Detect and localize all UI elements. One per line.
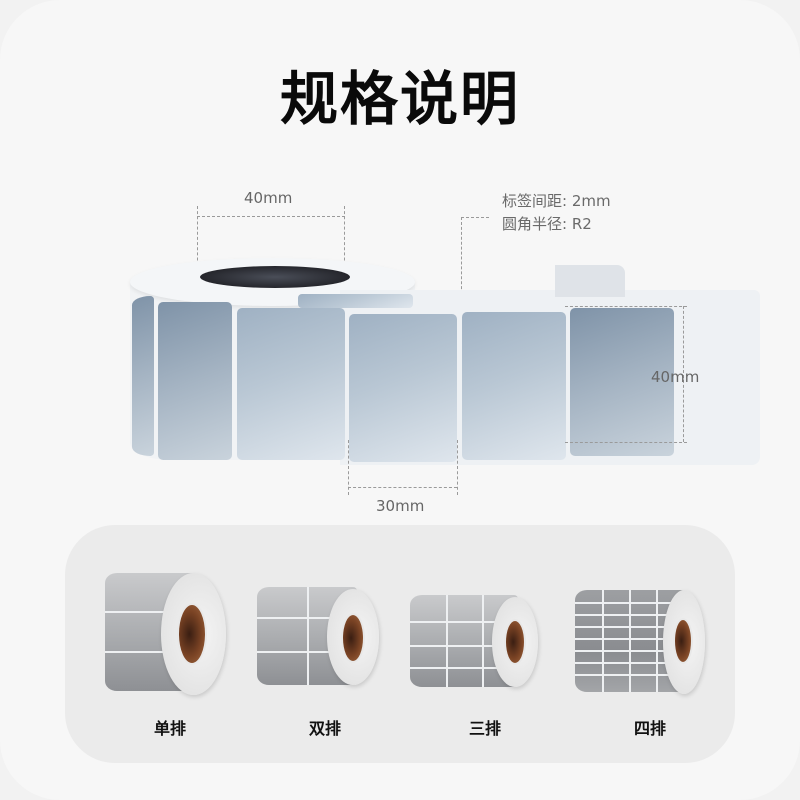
variant-label: 四排 [633, 719, 666, 738]
top-dimension-line [197, 216, 345, 217]
page-title: 规格说明 [279, 65, 520, 133]
roll-core-hole [200, 266, 350, 288]
variant-single-row: 单排 [90, 525, 250, 763]
label [570, 308, 674, 456]
right-height-dimension: 40mm [651, 368, 700, 386]
label-gap-text: 标签间距: 2mm [502, 192, 611, 210]
bottom-width-dimension: 30mm [376, 497, 425, 515]
top-width-dimension: 40mm [244, 189, 293, 207]
label-roll-illustration [130, 258, 760, 468]
right-dimension-bottom-guide [565, 442, 687, 443]
strip-tail [555, 265, 625, 297]
variant-label: 单排 [153, 719, 186, 738]
radius-pointer-line [461, 217, 489, 218]
variant-triple-row: 三排 [405, 525, 565, 763]
variant-double-row: 双排 [245, 525, 405, 763]
label [349, 314, 457, 462]
label-back [298, 294, 413, 308]
bottom-dimension-left-guide [348, 440, 349, 495]
right-dimension-line [683, 306, 684, 442]
top-dimension-left-guide [197, 206, 198, 276]
top-dimension-right-guide [344, 206, 345, 276]
bottom-dimension-right-guide [457, 440, 458, 495]
variant-quad-row: 四排 [570, 525, 730, 763]
row-variants-panel: 单排 双排 [65, 525, 735, 763]
corner-radius-text: 圆角半径: R2 [502, 215, 592, 233]
bottom-dimension-line [348, 487, 457, 488]
label [158, 302, 232, 460]
label-edge [132, 296, 154, 456]
right-dimension-top-guide [565, 306, 687, 307]
radius-pointer-vertical [461, 217, 462, 299]
roll-top [130, 258, 415, 306]
label [462, 312, 566, 460]
spec-notes: 标签间距: 2mm 圆角半径: R2 [502, 190, 611, 236]
label [237, 308, 345, 460]
variant-label: 双排 [308, 719, 341, 738]
variant-label: 三排 [468, 719, 501, 738]
